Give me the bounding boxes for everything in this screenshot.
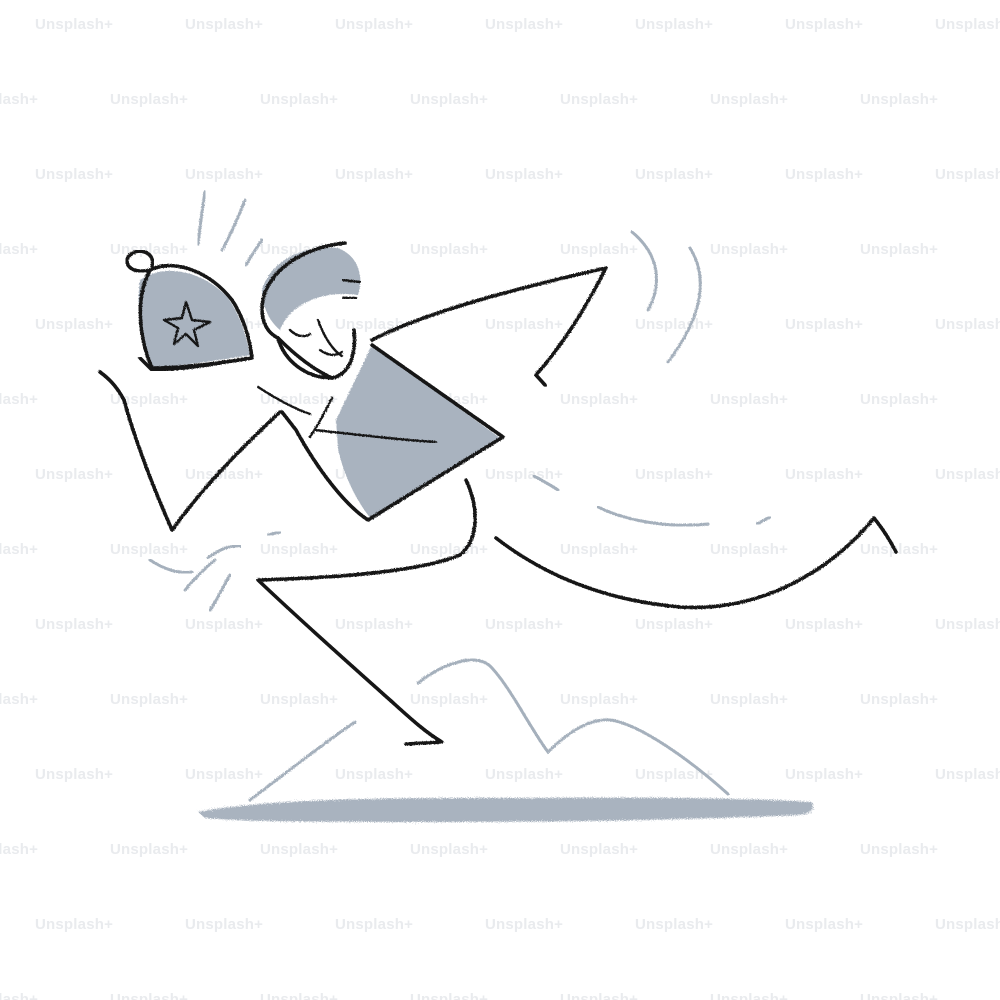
ground-shadow xyxy=(198,797,814,822)
front-arm-motion-2 xyxy=(206,544,242,560)
front-arm-motion-4 xyxy=(208,573,232,612)
shirt-line xyxy=(313,428,438,444)
shirt-line-2 xyxy=(308,396,334,439)
smile xyxy=(316,318,344,358)
hand-motion-arc-1 xyxy=(630,230,658,312)
front-arm-motion xyxy=(148,558,194,574)
hair-strands xyxy=(341,278,362,300)
front-arm-motion-5 xyxy=(266,530,282,537)
dust-cloud-front xyxy=(248,720,357,802)
bell-star-icon xyxy=(162,300,212,348)
front-arm-motion-3 xyxy=(183,558,217,592)
hand-motion-arc-2 xyxy=(666,246,702,364)
head-fill xyxy=(262,247,361,330)
collar xyxy=(256,385,312,416)
cape-motion-dash xyxy=(755,515,772,526)
back-arm xyxy=(370,266,608,387)
ringing-line-2 xyxy=(220,198,247,252)
bell-top-loop xyxy=(125,249,155,273)
back-leg xyxy=(256,478,477,746)
ringing-line-1 xyxy=(196,190,207,246)
cape-motion-line xyxy=(596,505,710,527)
torso-outline xyxy=(280,343,505,522)
closed-eyes xyxy=(288,328,344,356)
cape-tail xyxy=(494,516,898,610)
bell-rim xyxy=(138,356,252,372)
front-arm xyxy=(98,370,282,532)
dust-cloud-back xyxy=(416,658,730,796)
torso-fill xyxy=(336,345,500,520)
head-lower xyxy=(276,336,334,380)
ringing-line-3 xyxy=(244,238,264,267)
cape-motion-dash-2 xyxy=(532,474,560,492)
